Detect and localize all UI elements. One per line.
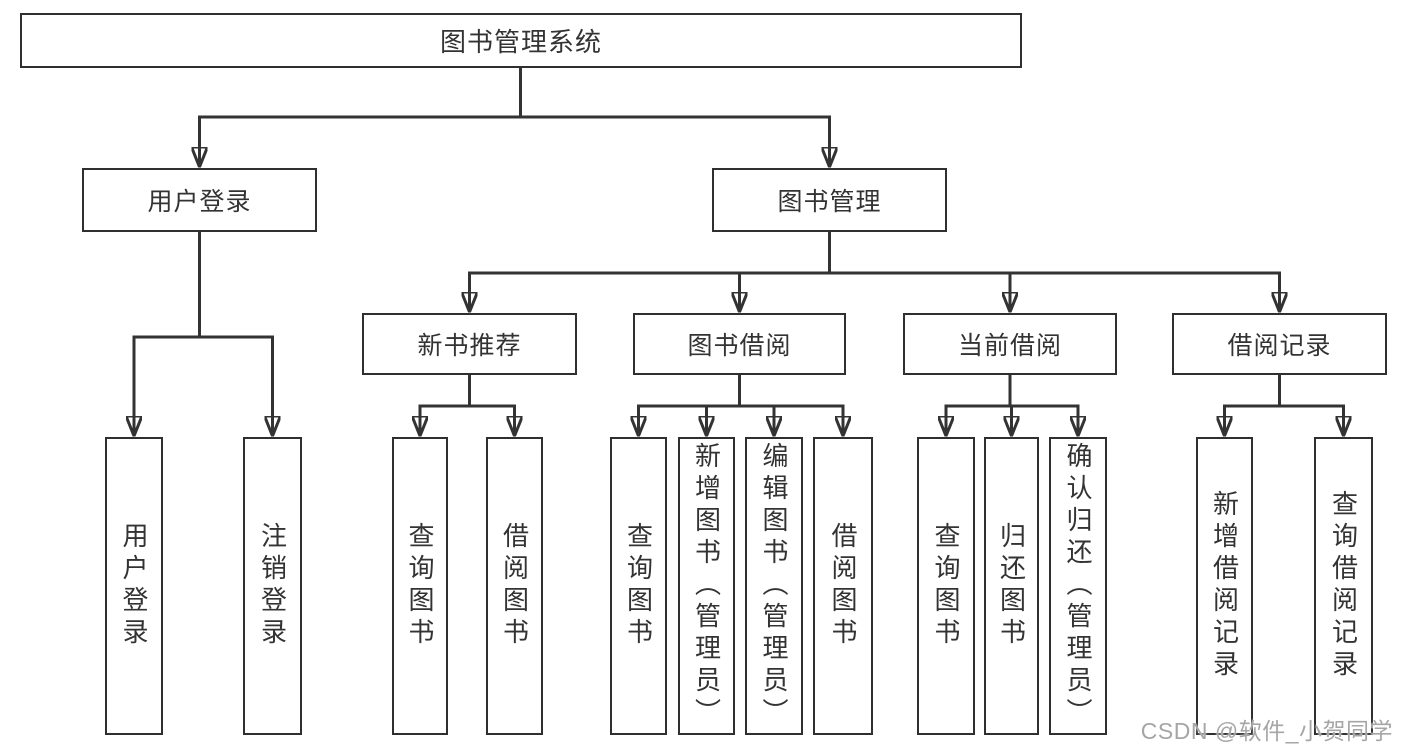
connector-root-to-level2 bbox=[200, 66, 830, 168]
connector-current-borrowing-children bbox=[946, 373, 1078, 437]
connector-new-book-children bbox=[420, 373, 515, 437]
connector-user-login-children bbox=[134, 230, 273, 437]
node-new-book-recommend: 新书推荐 bbox=[362, 313, 577, 375]
leaf-query-books-current: 查询图书 bbox=[917, 437, 975, 735]
leaf-add-borrow-record: 新增借阅记录 bbox=[1196, 437, 1253, 735]
connector-borrow-records-children bbox=[1225, 373, 1344, 437]
csdn-watermark: CSDN @软件_小贺同学 bbox=[1140, 718, 1393, 744]
leaf-query-borrow-record: 查询借阅记录 bbox=[1314, 437, 1373, 735]
leaf-query-books-borrowing: 查询图书 bbox=[610, 437, 667, 735]
node-book-management: 图书管理 bbox=[712, 168, 947, 232]
leaf-return-books: 归还图书 bbox=[984, 437, 1039, 735]
leaf-query-books-recommend: 查询图书 bbox=[392, 437, 448, 735]
leaf-borrow-books-borrowing: 借阅图书 bbox=[813, 437, 873, 735]
leaf-confirm-return-admin: 确认归还（管理员） bbox=[1049, 437, 1107, 735]
leaf-logout: 注销登录 bbox=[243, 437, 302, 735]
node-current-borrowing: 当前借阅 bbox=[903, 313, 1117, 375]
node-root-library-system: 图书管理系统 bbox=[20, 13, 1022, 68]
node-user-login: 用户登录 bbox=[82, 168, 317, 232]
node-borrow-records: 借阅记录 bbox=[1172, 313, 1387, 375]
leaf-borrow-books-recommend: 借阅图书 bbox=[486, 437, 543, 735]
node-book-borrowing: 图书借阅 bbox=[633, 313, 846, 375]
leaf-user-login: 用户登录 bbox=[105, 437, 163, 735]
leaf-edit-books-admin: 编辑图书（管理员） bbox=[745, 437, 803, 735]
connector-book-borrowing-children bbox=[639, 373, 844, 437]
connector-book-management-children bbox=[470, 230, 1280, 313]
leaf-add-books-admin: 新增图书（管理员） bbox=[678, 437, 735, 735]
